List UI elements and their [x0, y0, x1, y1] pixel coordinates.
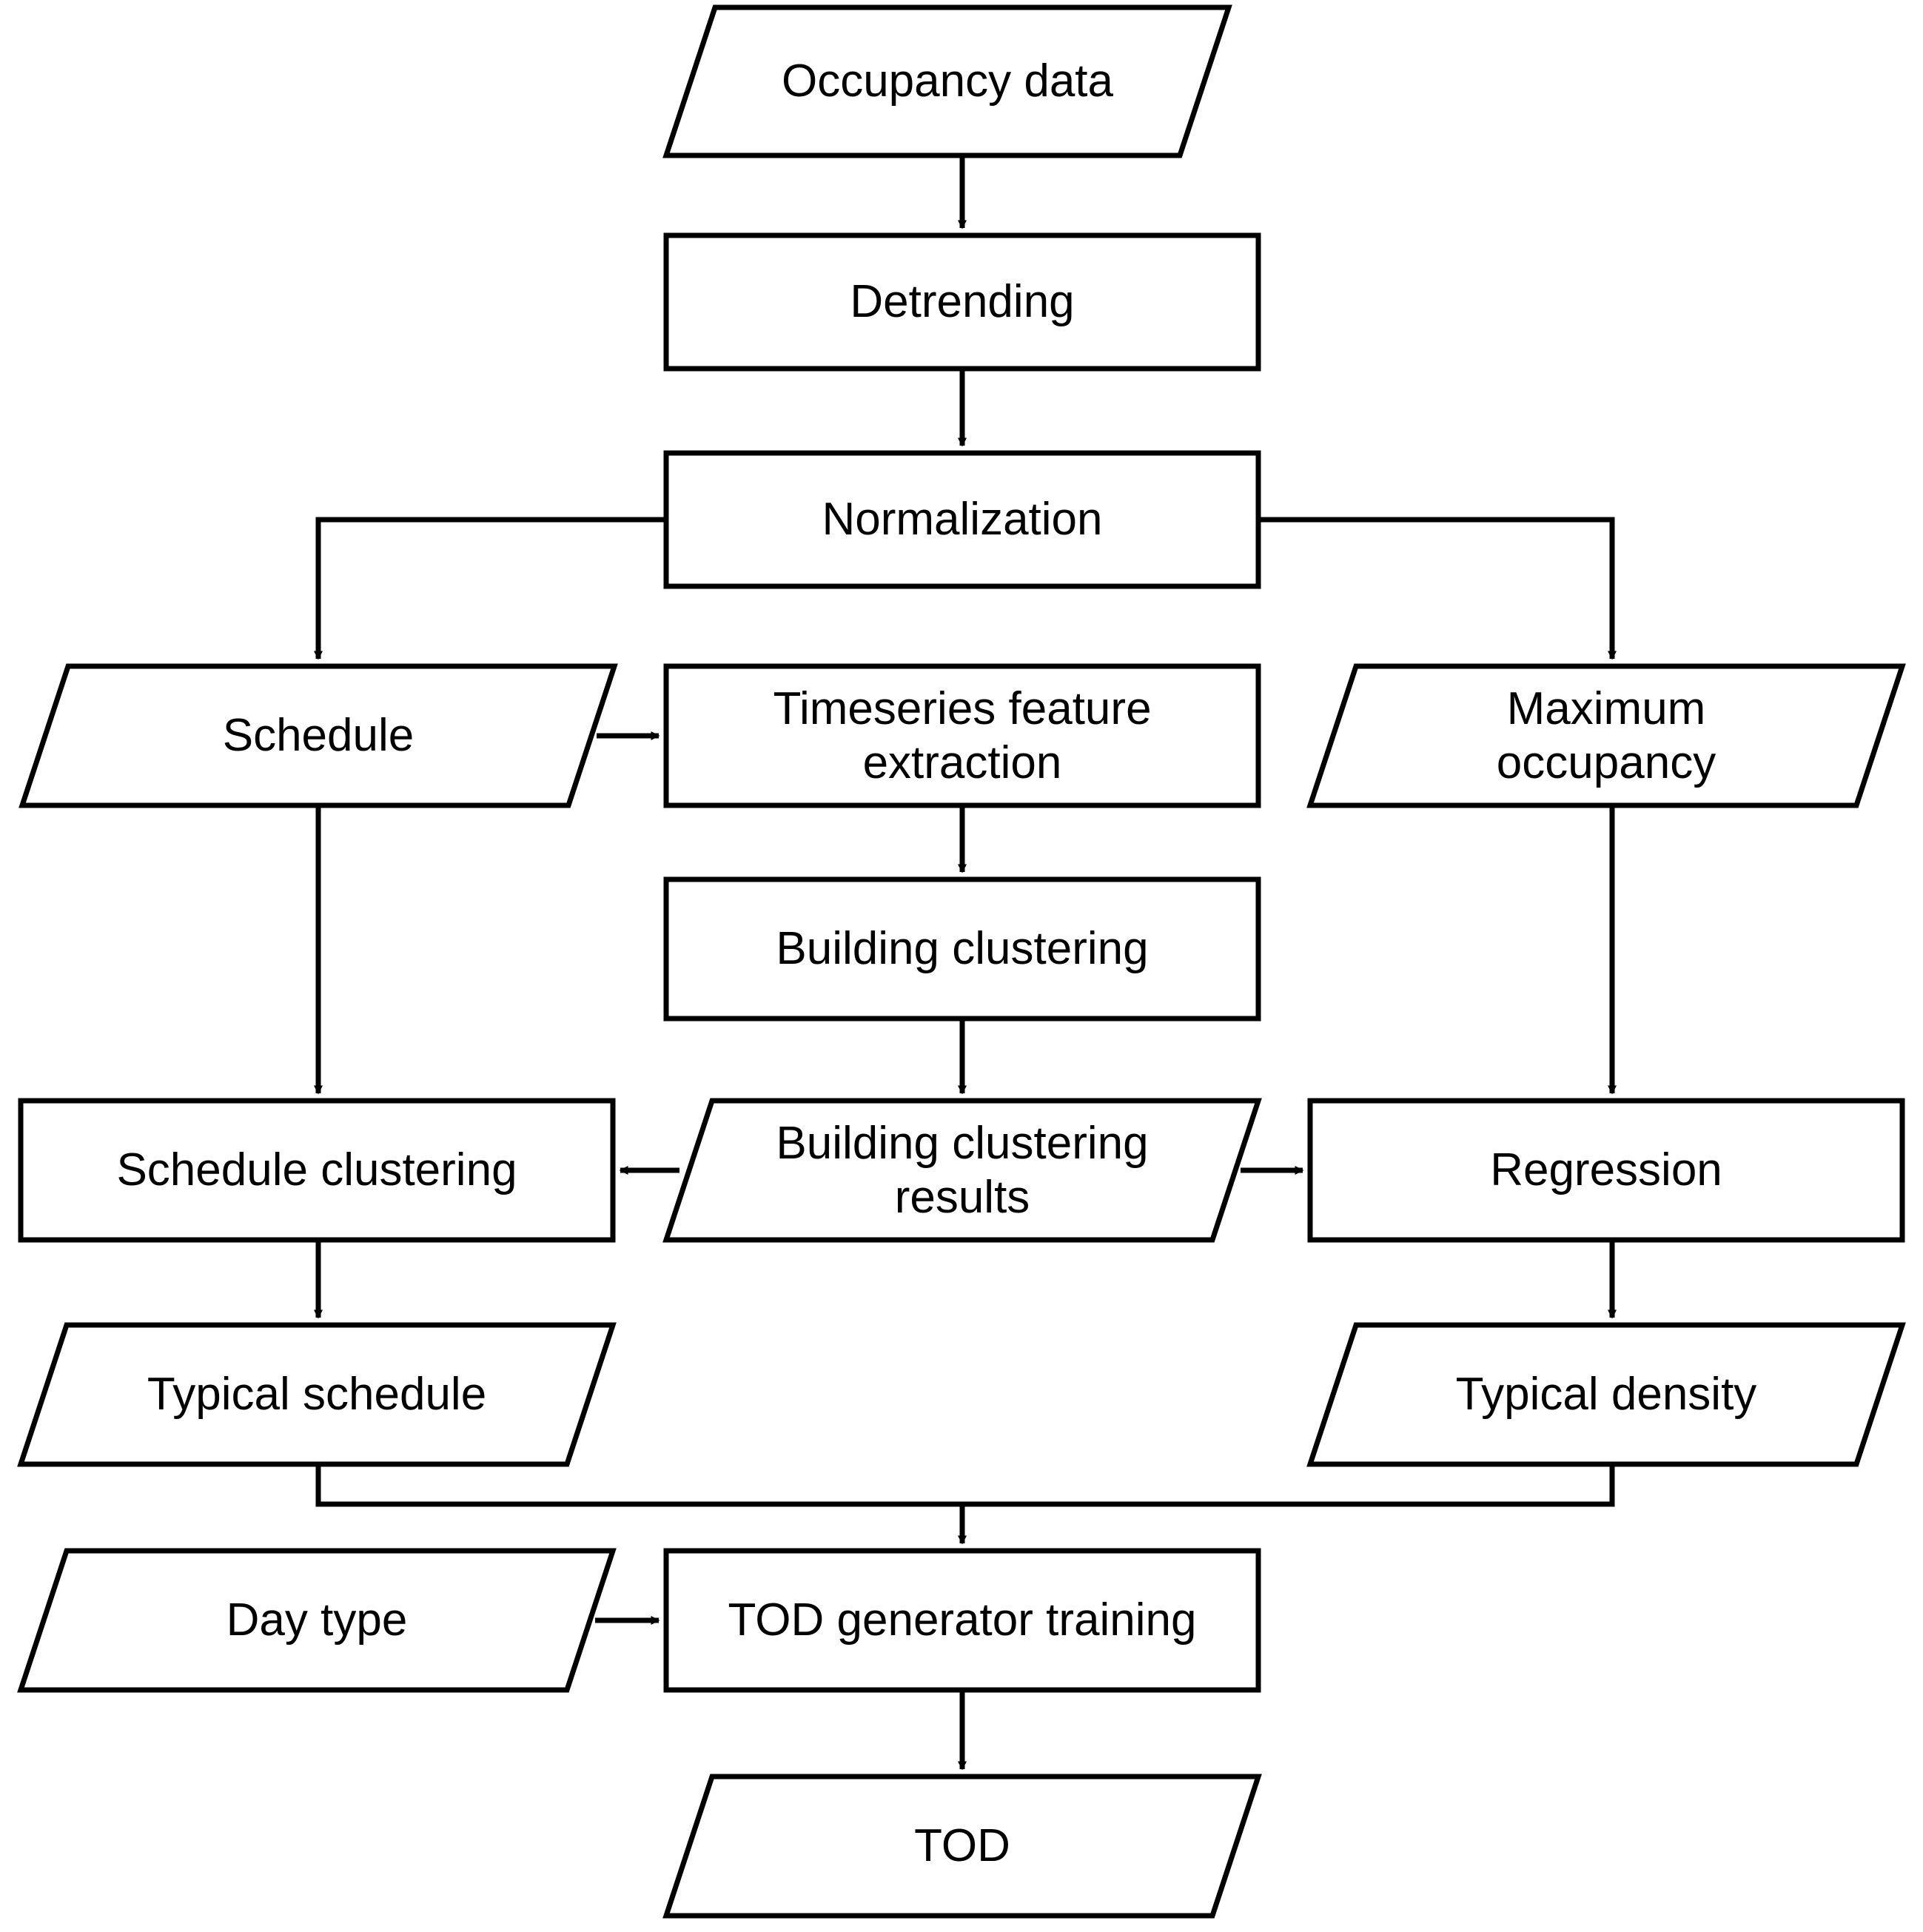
node-shape-detrending[interactable]: [663, 232, 1261, 372]
edge-typical-schedule-to-merge-bus: [315, 1464, 962, 1507]
node-shape-regression[interactable]: [1307, 1098, 1905, 1243]
node-shape-building-clustering[interactable]: [663, 876, 1261, 1022]
edge-normalization-to-maximum-occupancy: [1258, 517, 1617, 660]
edge-typical-density-to-merge-bus: [962, 1464, 1615, 1507]
node-shape-typical-schedule[interactable]: [17, 1322, 617, 1467]
node-shape-timeseries-feature[interactable]: [663, 663, 1261, 808]
edge-normalization-to-schedule: [314, 517, 666, 660]
node-shape-maximum-occupancy[interactable]: [1306, 663, 1906, 808]
node-shape-tod-generator[interactable]: [663, 1548, 1261, 1693]
node-shape-building-results[interactable]: [662, 1098, 1262, 1243]
node-shape-normalization[interactable]: [663, 450, 1261, 589]
node-shape-schedule[interactable]: [19, 663, 618, 808]
node-shape-typical-density[interactable]: [1306, 1322, 1906, 1467]
node-shape-tod[interactable]: [662, 1774, 1262, 1919]
node-shape-schedule-clustering[interactable]: [18, 1098, 616, 1243]
node-shape-occupancy-data[interactable]: [662, 4, 1232, 158]
node-shape-day-type[interactable]: [17, 1548, 617, 1693]
